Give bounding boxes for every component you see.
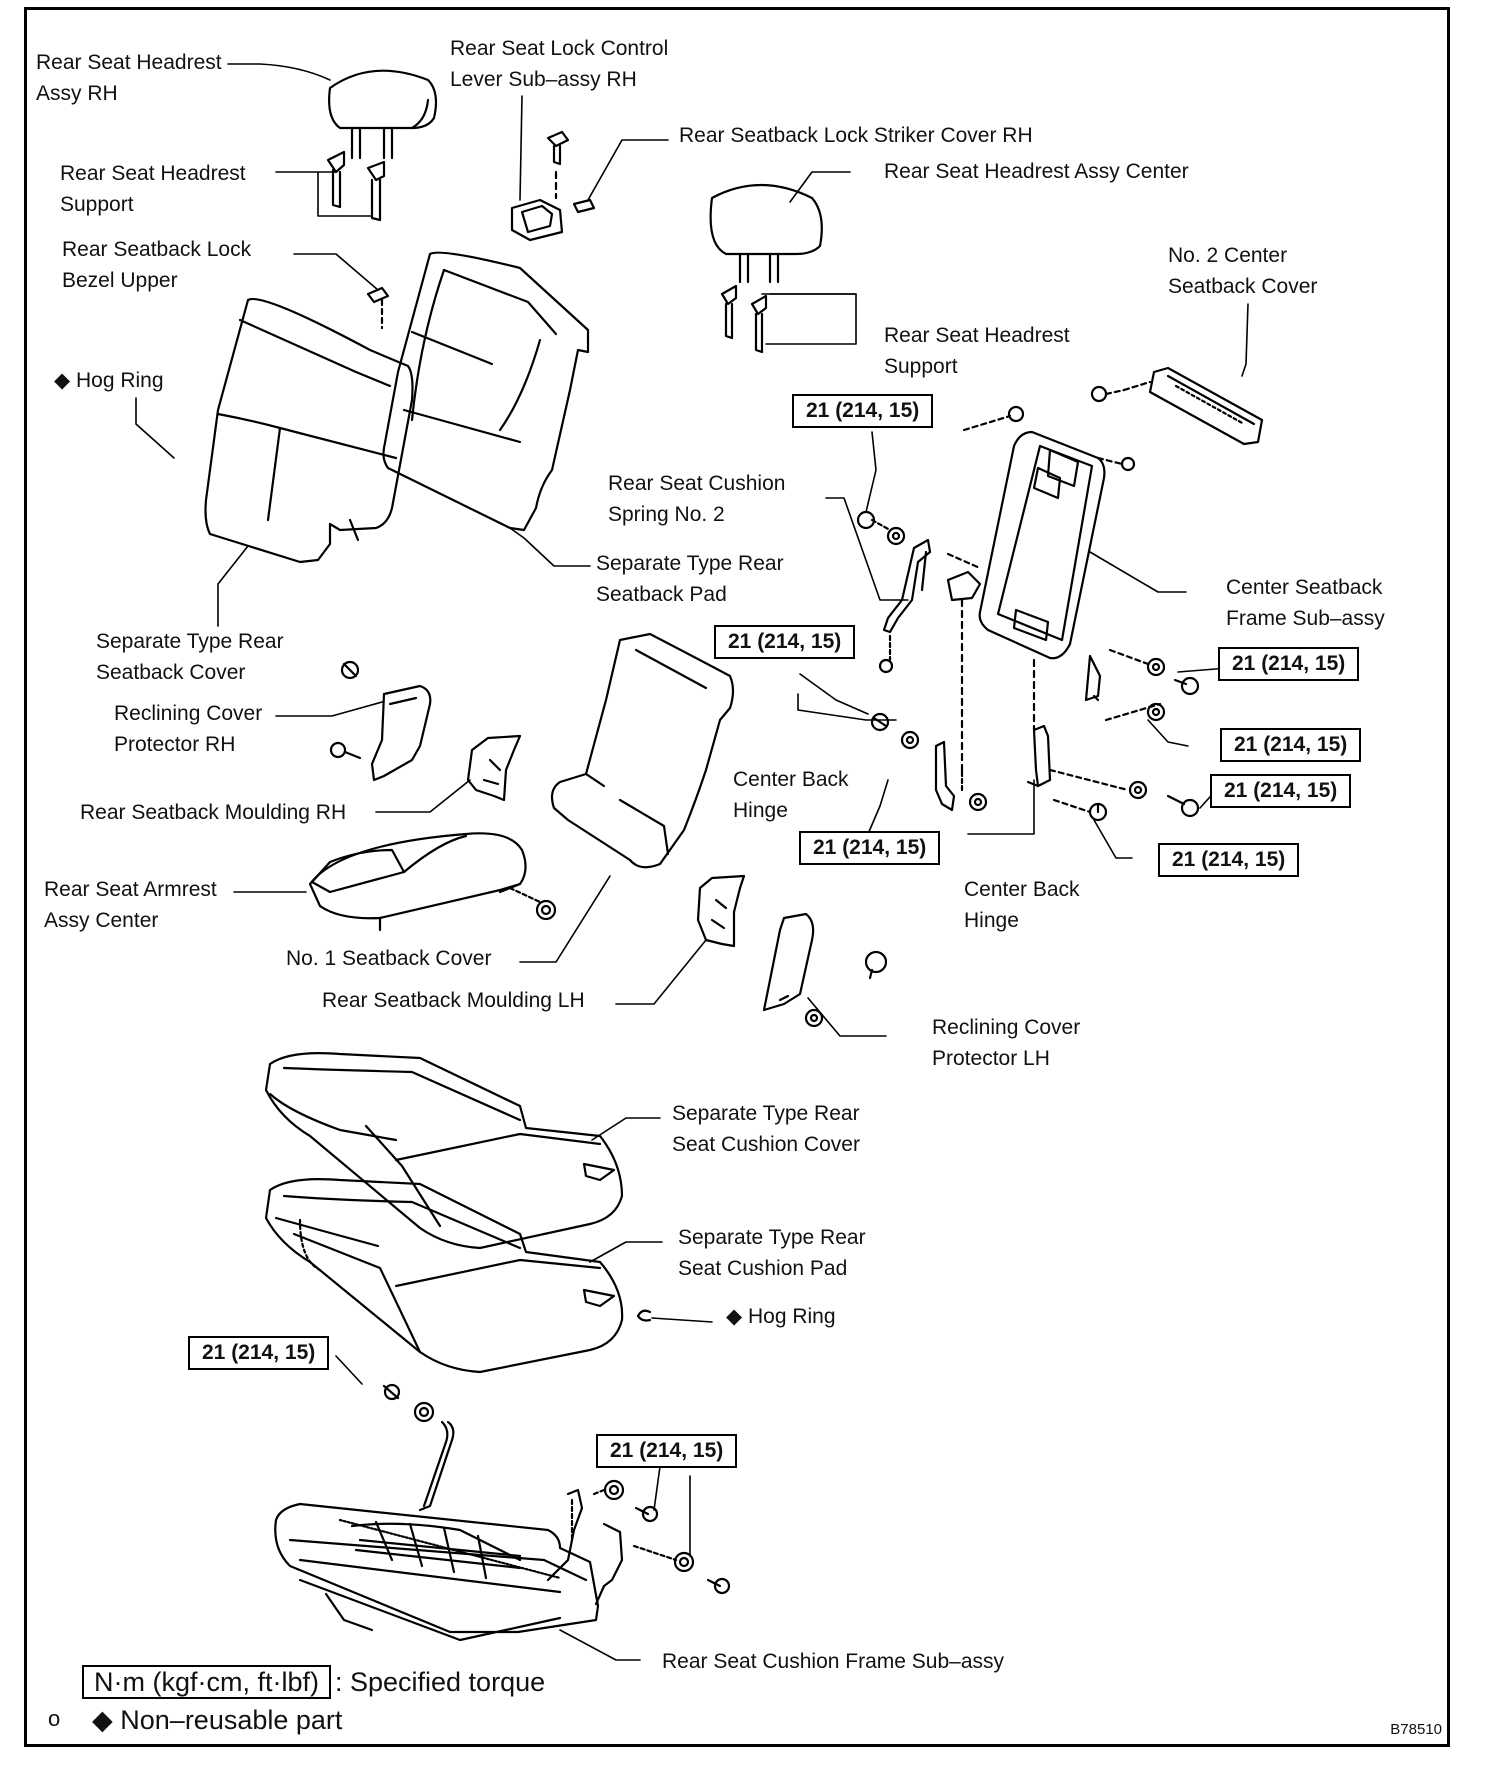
label-headrest-center: Rear Seat Headrest Assy Center <box>884 160 1189 183</box>
torque-box: 21 (214, 15) <box>1158 843 1300 877</box>
label-cushion-frame: Rear Seat Cushion Frame Sub–assy <box>662 1650 1004 1673</box>
moulding-lh-part <box>696 874 746 948</box>
center-seatback-frame-part <box>978 430 1106 660</box>
label-hog-ring-top: ◆ Hog Ring <box>54 369 164 392</box>
no2-center-seatback-cover-part <box>1148 366 1264 446</box>
figure-frame <box>24 7 1450 1747</box>
torque-box: 21 (214, 15) <box>1218 647 1360 681</box>
torque-box: 21 (214, 15) <box>1210 774 1352 808</box>
armrest-part <box>308 832 527 932</box>
lock-control-lever-part <box>510 130 570 242</box>
legend-torque: N·m (kgf·cm, ft·lbf): Specified torque <box>82 1664 545 1700</box>
corner-mark: o <box>48 1706 61 1731</box>
label-striker-cover: Rear Seatback Lock Striker Cover RH <box>679 124 1033 147</box>
torque-box: 21 (214, 15) <box>792 394 934 428</box>
headrest-rh-part <box>328 69 438 160</box>
no1-seatback-cover-part <box>550 632 735 869</box>
label-moulding-rh: Rear Seatback Moulding RH <box>80 801 347 824</box>
seatback-cover-part <box>204 298 414 564</box>
label-moulding-lh: Rear Seatback Moulding LH <box>322 989 585 1012</box>
reclining-protector-lh-part <box>762 912 815 1012</box>
headrest-center-part <box>709 184 823 284</box>
headrest-support-rh-part <box>326 150 386 222</box>
torque-box: 21 (214, 15) <box>596 1434 738 1468</box>
label-hog-ring-bottom: ◆ Hog Ring <box>726 1305 836 1328</box>
moulding-rh-part <box>466 734 522 802</box>
torque-box: 21 (214, 15) <box>188 1336 330 1370</box>
cushion-spring-part <box>882 538 932 634</box>
headrest-support-center-part <box>720 284 768 354</box>
seat-cushion-pad-part <box>264 1178 624 1374</box>
reclining-protector-rh-part <box>370 684 432 782</box>
torque-box: 21 (214, 15) <box>799 831 941 865</box>
seat-cushion-cover-part <box>264 1052 624 1250</box>
torque-box: 21 (214, 15) <box>714 625 856 659</box>
legend-nonreusable: ◆ Non–reusable part <box>92 1705 343 1735</box>
label-no1-seatback-cover: No. 1 Seatback Cover <box>286 947 492 970</box>
cushion-frame-part <box>274 1420 624 1642</box>
torque-box: 21 (214, 15) <box>1220 728 1362 762</box>
legend-torque-text: : Specified torque <box>334 1667 546 1697</box>
seatback-pad-part <box>382 251 590 532</box>
figure-code: B78510 <box>1390 1721 1442 1738</box>
legend-torque-unit: N·m (kgf·cm, ft·lbf) <box>82 1665 331 1699</box>
